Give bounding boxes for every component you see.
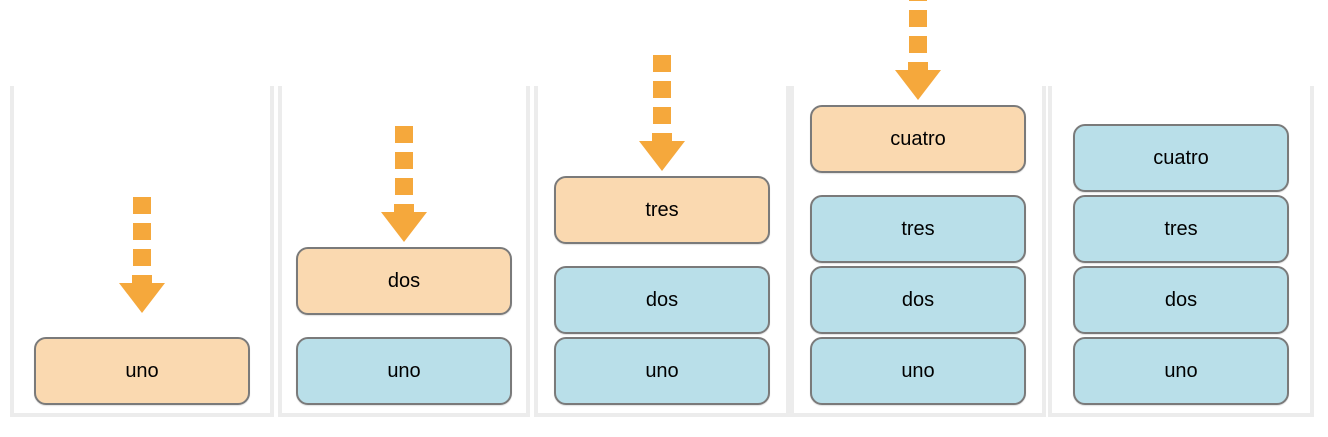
arrow-dash [133,197,151,214]
settled-box[interactable]: uno [810,337,1026,405]
box-label: dos [387,269,421,292]
drop-arrow-icon [119,197,165,313]
arrow-shaft-end [132,275,152,283]
arrow-dash [909,36,927,53]
settled-box[interactable]: dos [554,266,770,334]
settled-box[interactable]: uno [296,337,512,405]
box-stack: uno dos [282,247,526,405]
settled-box[interactable]: dos [810,266,1026,334]
settled-box[interactable]: cuatro [1073,124,1289,192]
box-label: tres [645,198,679,221]
box-stack: uno [14,337,270,405]
drop-arrow-icon [381,126,427,242]
box-label: uno [901,359,935,382]
incoming-box[interactable]: uno [34,337,250,405]
box-label: uno [125,359,159,382]
frame-panel: uno dos [278,86,530,417]
box-label: cuatro [890,127,946,150]
box-stack: uno dos tres cuatro [1052,124,1310,405]
drop-arrow-icon [639,55,685,171]
settled-box[interactable]: uno [554,337,770,405]
arrow-dash [909,10,927,27]
arrow-head [895,70,941,100]
box-label: cuatro [1153,146,1209,169]
box-label: dos [645,288,679,311]
frame-panel: uno [10,86,274,417]
settled-box[interactable]: dos [1073,266,1289,334]
frame-panel: uno dos tres cuatro [1048,86,1314,417]
arrow-dash [395,152,413,169]
arrow-dash [395,126,413,143]
box-stack: uno dos tres [538,176,786,405]
box-label: tres [901,217,935,240]
box-label: dos [1164,288,1198,311]
arrow-dash [133,223,151,240]
box-label: uno [1164,359,1198,382]
arrow-dash [395,178,413,195]
box-label: uno [645,359,679,382]
box-label: uno [387,359,421,382]
arrow-head [639,141,685,171]
arrow-shaft-end [908,62,928,70]
incoming-box[interactable]: cuatro [810,105,1026,173]
settled-box[interactable]: tres [810,195,1026,263]
drop-arrow-icon [895,0,941,100]
arrow-dash [653,81,671,98]
settled-box[interactable]: uno [1073,337,1289,405]
frame-panel: uno dos tres cuatro [790,86,1046,417]
arrow-dash [909,0,927,1]
arrow-shaft-end [652,133,672,141]
box-stack: uno dos tres cuatro [794,105,1042,405]
frame-panel: uno dos tres [534,86,790,417]
incoming-box[interactable]: tres [554,176,770,244]
arrow-shaft-end [394,204,414,212]
arrow-head [119,283,165,313]
box-label: dos [901,288,935,311]
incoming-box[interactable]: dos [296,247,512,315]
arrow-dash [653,107,671,124]
arrow-dash [133,249,151,266]
box-label: tres [1164,217,1198,240]
arrow-head [381,212,427,242]
arrow-dash [653,55,671,72]
settled-box[interactable]: tres [1073,195,1289,263]
